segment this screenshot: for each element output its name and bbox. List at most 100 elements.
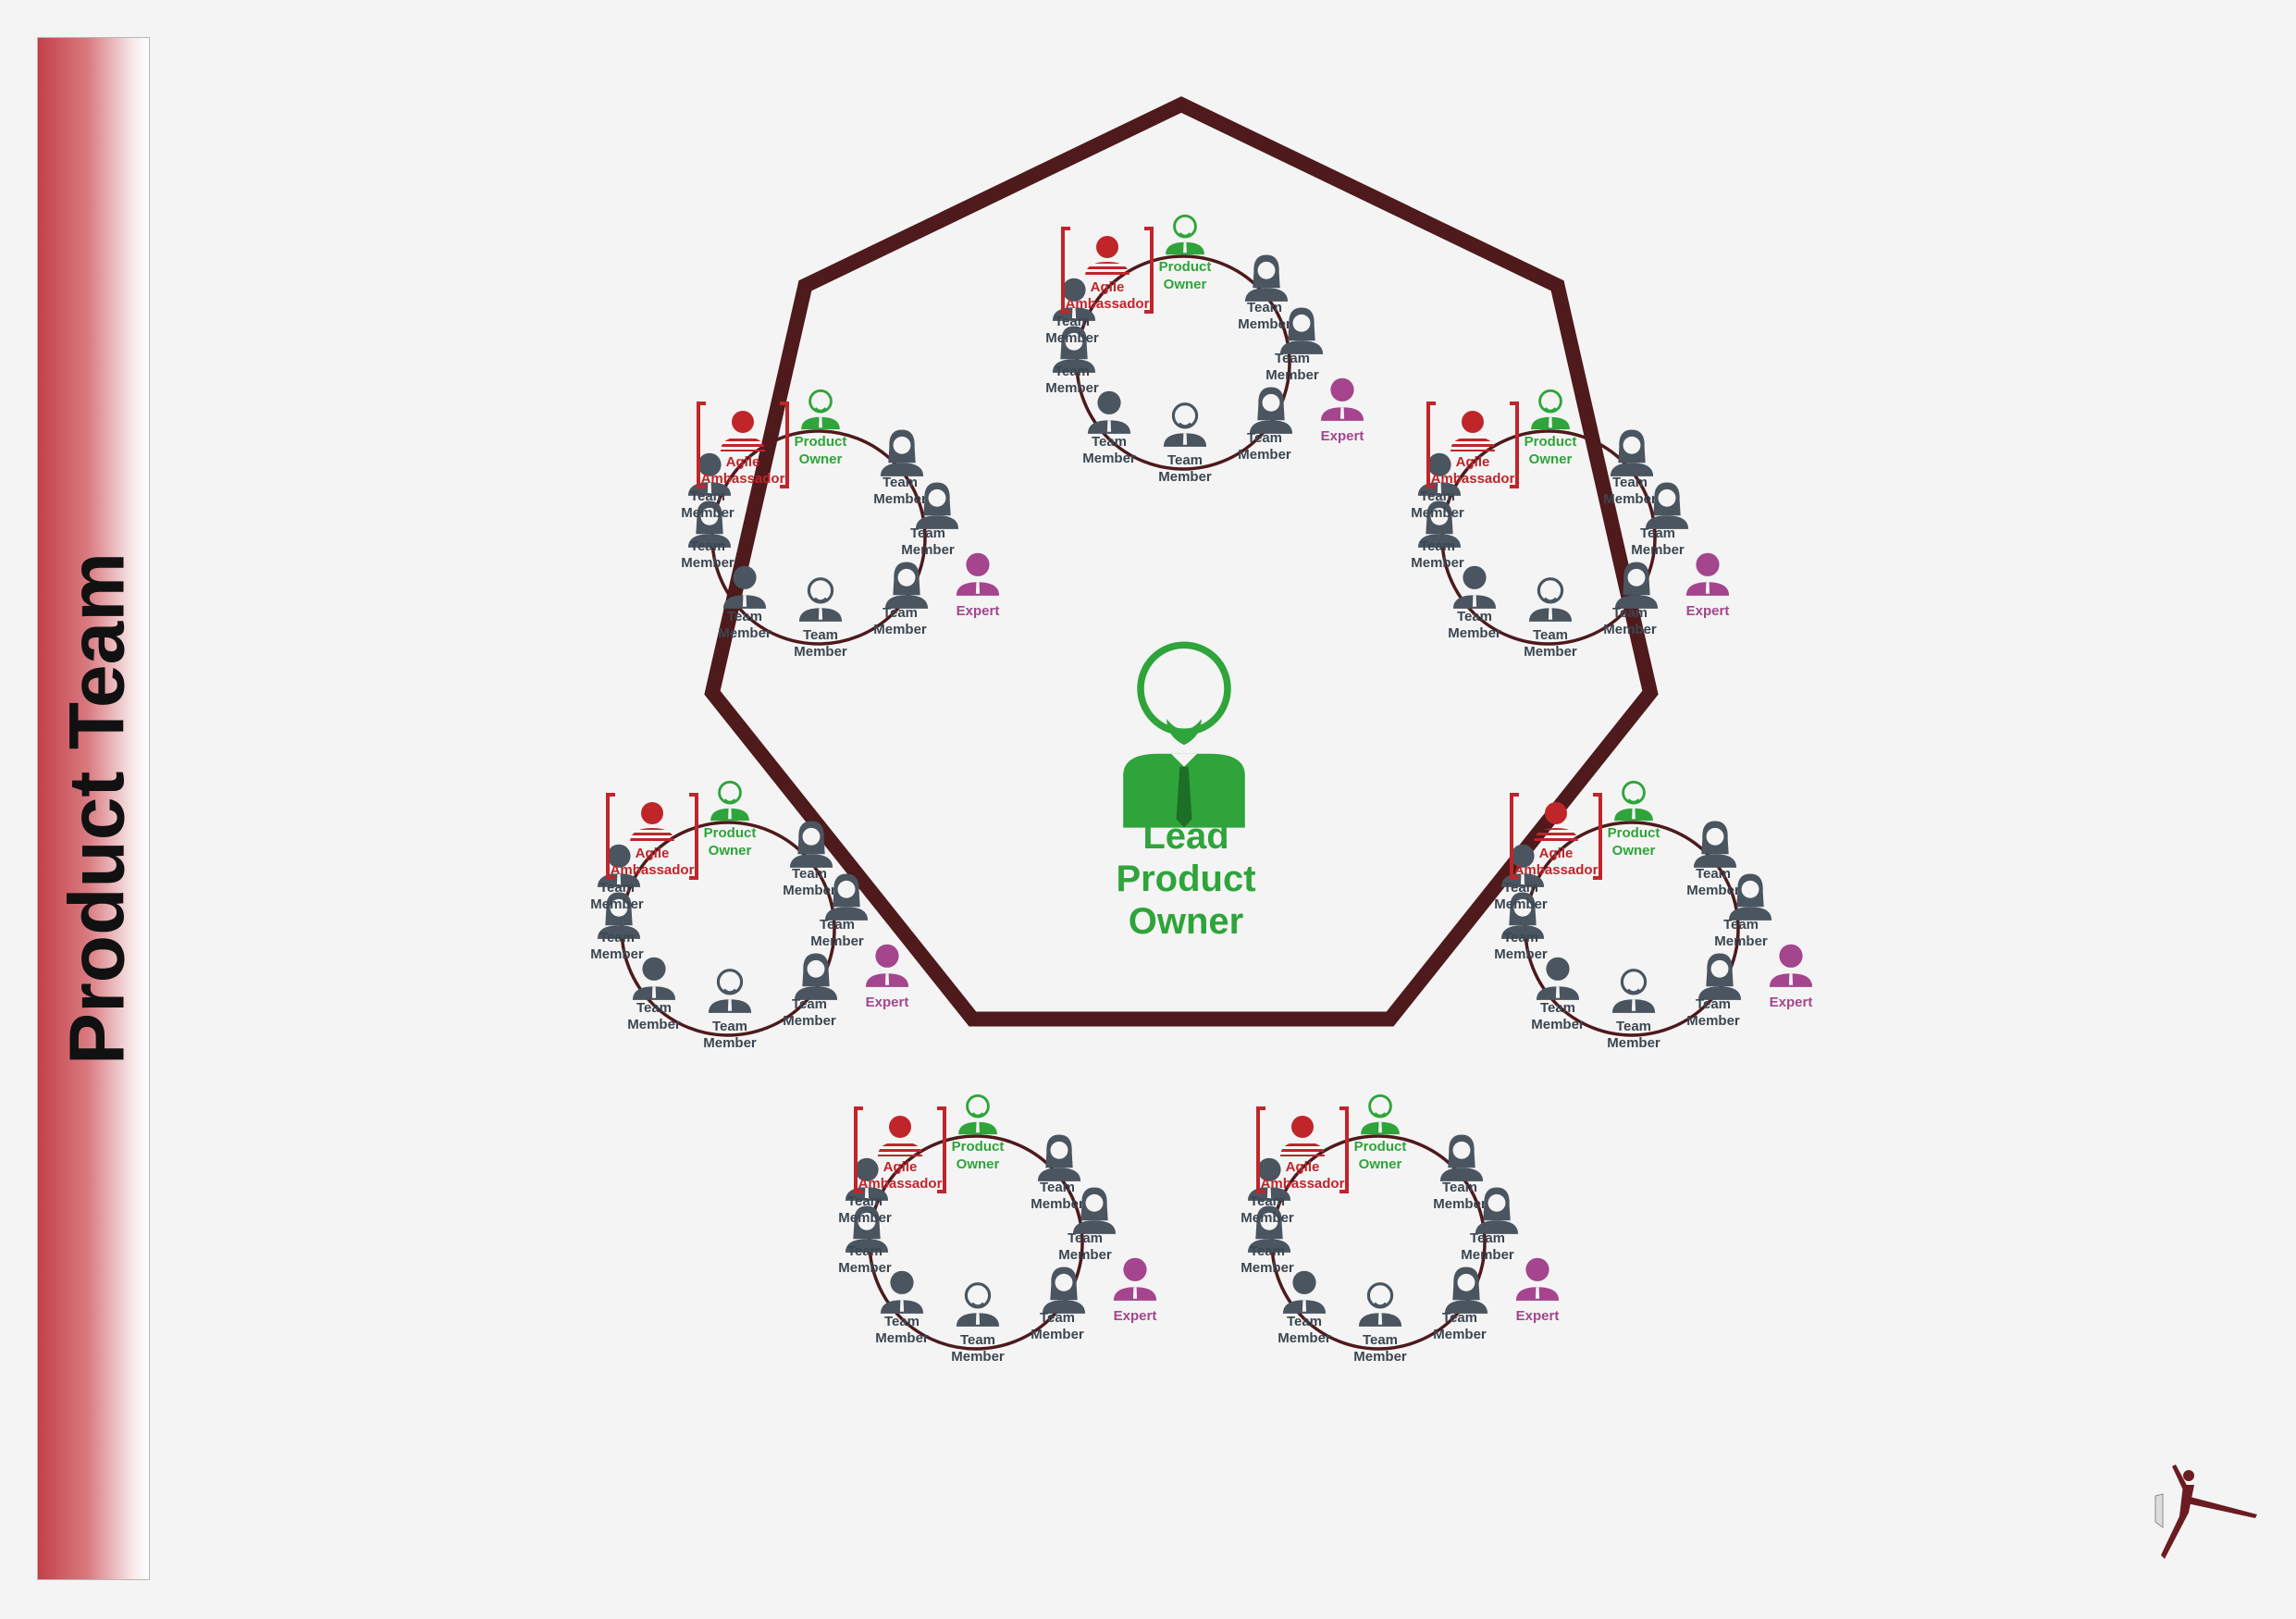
team-member-icon [1052, 326, 1096, 373]
expert-label: Expert [1770, 995, 1813, 1010]
product-owner-label: Product [1608, 825, 1660, 841]
team-member-label: Member [1238, 316, 1291, 332]
team-member-icon [794, 953, 838, 1000]
team-member-icon [1358, 1282, 1402, 1327]
team-member-label: Member [1238, 447, 1291, 463]
team-3: TeamMemberTeamMemberTeamMemberTeamMember… [1411, 389, 1730, 660]
lead-product-owner-label: Product [1116, 859, 1255, 899]
team-member-label: Member [794, 644, 847, 660]
team-member-label: Team [1442, 1180, 1477, 1195]
team-member-label: Member [1241, 1210, 1294, 1226]
expert-label: Expert [957, 603, 1000, 619]
team-member-label: Member [1603, 491, 1657, 507]
team-member-label: Team [803, 627, 838, 643]
team-member-label: Member [1045, 330, 1099, 346]
team-member-label: Team [910, 525, 945, 541]
team-member-label: Member [873, 491, 927, 507]
team-member-label: Member [1686, 883, 1740, 898]
team-member-label: Team [1420, 538, 1455, 554]
team-member-label: Member [1411, 505, 1464, 521]
team-member-label: Team [1696, 996, 1731, 1012]
agile-ambassador-label: Ambassador [1261, 1176, 1345, 1192]
team-member-label: Team [1055, 364, 1090, 379]
team-member-icon [708, 969, 752, 1013]
team-member-label: Member [873, 622, 927, 637]
team-member-icon [1728, 873, 1772, 921]
product-owner-label: Owner [1359, 1156, 1402, 1172]
agile-ambassador-icon [697, 402, 789, 488]
team-member-label: Member [1524, 644, 1577, 660]
team-member-label: Member [1158, 469, 1212, 485]
team-member-label: Member [1433, 1196, 1487, 1212]
team-member-label: Team [599, 880, 635, 896]
team-member-label: Member [838, 1260, 892, 1276]
team-member-icon [1536, 957, 1580, 1000]
product-owner-label: Owner [799, 451, 843, 467]
team-member-label: Member [1278, 1330, 1331, 1346]
product-owner-label: Owner [957, 1156, 1000, 1172]
team-member-label: Team [1723, 917, 1759, 933]
product-owner-icon [1531, 389, 1570, 430]
team-member-label: Team [1363, 1332, 1398, 1348]
team-7: TeamMemberTeamMemberTeamMemberTeamMember… [1241, 1094, 1560, 1365]
team-member-label: Team [1612, 475, 1648, 490]
team-member-label: Team [1470, 1230, 1505, 1246]
product-owner-label: Product [704, 825, 757, 841]
team-member-label: Team [884, 1314, 920, 1329]
product-owner-icon [801, 389, 840, 430]
team-member-label: Member [1433, 1327, 1487, 1342]
team-member-icon [789, 821, 833, 868]
team-member-label: Team [960, 1332, 995, 1348]
team-6: TeamMemberTeamMemberTeamMemberTeamMember… [838, 1094, 1157, 1365]
team-member-icon [880, 429, 924, 476]
team-member-label: Team [599, 930, 635, 945]
expert-icon [1113, 1257, 1157, 1301]
team-member-label: Member [1531, 1017, 1585, 1032]
team-member-label: Team [1167, 452, 1203, 468]
product-owner-icon [710, 780, 749, 822]
team-member-label: Member [1686, 1013, 1740, 1029]
team-member-icon [880, 1270, 924, 1314]
team-member-label: Member [783, 883, 836, 898]
team-member-label: Member [951, 1349, 1005, 1365]
team-member-label: Member [1631, 542, 1685, 558]
team-member-label: Member [1411, 555, 1464, 571]
team-member-label: Team [1442, 1310, 1477, 1326]
product-owner-label: Product [795, 434, 847, 450]
team-member-icon [597, 892, 641, 939]
team-member-label: Member [681, 555, 734, 571]
product-owner-label: Product [952, 1139, 1005, 1155]
team-member-label: Member [783, 1013, 836, 1029]
team-member-icon [1042, 1267, 1086, 1314]
product-owner-icon [1614, 780, 1653, 822]
team-4: TeamMemberTeamMemberTeamMemberTeamMember… [590, 780, 908, 1051]
team-member-label: Member [1031, 1327, 1084, 1342]
agile-ambassador-icon [606, 793, 698, 880]
team-member-icon [824, 873, 869, 921]
team-member-label: Member [1031, 1196, 1084, 1212]
agile-ambassador-label: Ambassador [1514, 862, 1599, 878]
team-member-label: Team [1696, 866, 1731, 882]
sidebar-banner [37, 37, 150, 1580]
team-member-icon [1452, 565, 1497, 609]
team-member-icon [1697, 953, 1742, 1000]
expert-icon [956, 552, 1000, 596]
team-member-icon [1610, 429, 1654, 476]
team-member-icon [1614, 562, 1659, 609]
team-member-label: Team [1503, 880, 1538, 896]
agile-ambassador-label: Agile [1539, 846, 1574, 861]
team-member-label: Team [883, 475, 918, 490]
agile-ambassador-icon [854, 1106, 946, 1193]
agile-ambassador-label: Agile [636, 846, 670, 861]
team-member-label: Team [712, 1019, 747, 1034]
team-member-label: Member [1058, 1247, 1112, 1263]
lead-product-owner-label: Owner [1129, 901, 1243, 942]
team-member-icon [1693, 821, 1737, 868]
team-member-icon [1417, 501, 1462, 548]
product-owner-label: Owner [1612, 843, 1656, 859]
agile-ambassador-label: Ambassador [611, 862, 695, 878]
team-member-icon [1611, 969, 1656, 1013]
expert-icon [1515, 1257, 1560, 1301]
expert-icon [1685, 552, 1730, 596]
